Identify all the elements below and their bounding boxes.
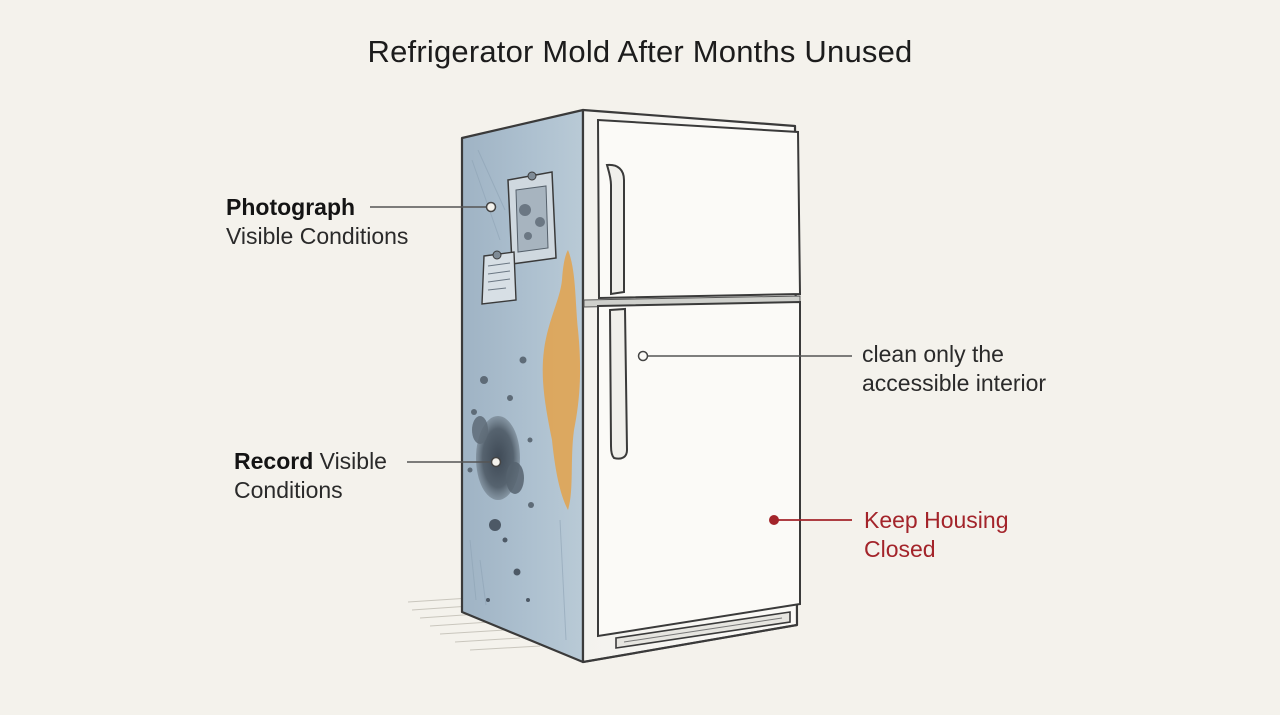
callout-record-text-2: Conditions (234, 477, 343, 503)
callout-record: Record Visible Conditions (234, 447, 387, 505)
callout-keep-line-1: Keep Housing (864, 507, 1009, 533)
magnet-note-icon (481, 250, 517, 305)
fridge-door (597, 300, 801, 638)
callout-record-emphasis: Record (234, 448, 314, 474)
callout-clean: clean only the accessible interior (862, 340, 1046, 398)
callout-record-text-1: Visible (313, 448, 387, 474)
mold-stain-orange (542, 250, 581, 510)
freezer-door (596, 118, 802, 300)
callout-photograph-text: Visible Conditions (226, 223, 409, 249)
freezer-handle (605, 163, 625, 296)
callout-dot-icon (485, 201, 779, 525)
fridge-handle (608, 307, 629, 460)
side-panel (460, 108, 585, 664)
callout-photograph: Photograph Visible Conditions (226, 193, 408, 251)
callout-clean-line-1: clean only the (862, 341, 1004, 367)
callout-keep-housing-closed: Keep Housing Closed (864, 506, 1009, 564)
front-body (581, 108, 802, 664)
magnet-note-icon (507, 171, 557, 265)
callout-keep-line-2: Closed (864, 536, 936, 562)
page-title: Refrigerator Mold After Months Unused (367, 34, 913, 69)
callout-lines (370, 206, 852, 463)
floor-shadow (407, 597, 541, 651)
callout-clean-line-2: accessible interior (862, 370, 1047, 396)
callout-photograph-emphasis: Photograph (226, 194, 356, 220)
